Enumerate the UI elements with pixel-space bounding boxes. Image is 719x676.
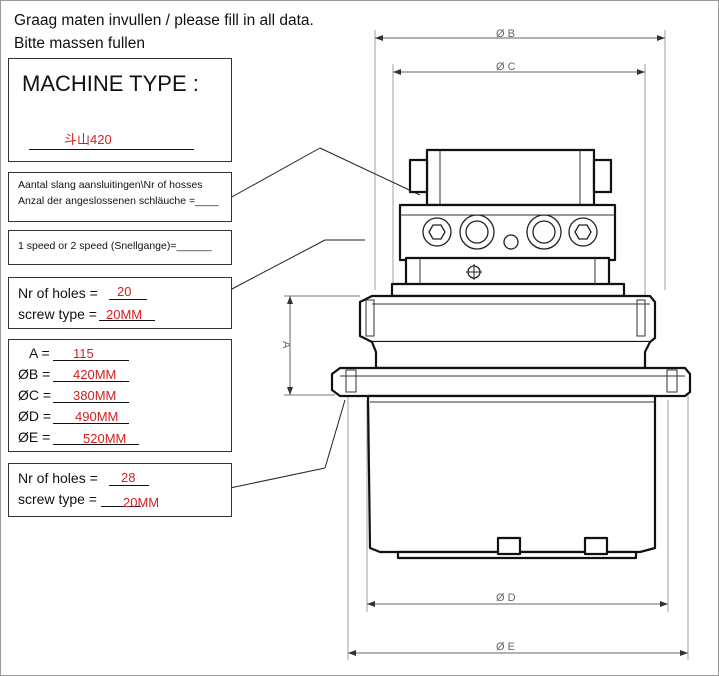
dim-d-value[interactable]: 490MM [75, 409, 119, 424]
lower-holes-value[interactable]: 28 [121, 470, 136, 485]
dim-b-value[interactable]: 420MM [73, 367, 117, 382]
dim-e-label: Ø E [496, 641, 515, 653]
dim-c-value[interactable]: 380MM [73, 388, 117, 403]
upper-holes-underline [109, 299, 147, 300]
lower-screw-label: screw type = [18, 491, 97, 507]
dim-c-underline [53, 402, 129, 403]
speed-box: 1 speed or 2 speed (Snellgange)=______ [8, 230, 232, 265]
upper-screw-label: screw type = [18, 306, 97, 322]
dim-d-underline [53, 423, 129, 424]
dim-c-field-label: ØC = [18, 387, 52, 403]
upper-holes-label: Nr of holes = [18, 285, 98, 301]
lower-holes-underline [109, 485, 149, 486]
dim-b-underline [53, 381, 129, 382]
upper-screw-underline [99, 320, 155, 321]
upper-screw-value[interactable]: 20MM [106, 307, 143, 322]
dim-a-label: A [280, 341, 292, 349]
dim-b-label: Ø B [496, 28, 515, 40]
dim-e-underline [53, 444, 139, 445]
lower-mount-box: Nr of holes = 28 screw type = 20MM [8, 463, 232, 517]
dimensions-box: A = 115 ØB = 420MM ØC = 380MM ØD = 490MM… [8, 339, 232, 452]
dim-a-value[interactable]: 115 [73, 346, 94, 361]
instruction-line-1: Graag maten invullen / please fill in al… [14, 12, 314, 29]
dim-c-label: Ø C [496, 61, 516, 73]
machine-type-label: MACHINE TYPE : [22, 71, 199, 96]
upper-holes-value[interactable]: 20 [117, 284, 132, 299]
dim-e-value[interactable]: 520MM [83, 431, 127, 446]
hoses-label-2: Anzal der angeslossenen schläuche =____ [18, 195, 219, 207]
instruction-line-2: Bitte massen fullen [14, 35, 145, 52]
lower-screw-underline [101, 506, 141, 507]
machine-type-value[interactable]: 斗山420 [64, 132, 112, 147]
machine-type-box: MACHINE TYPE : 斗山420 [8, 58, 232, 162]
speed-label: 1 speed or 2 speed (Snellgange)=______ [18, 240, 212, 252]
dim-e-field-label: ØE = [18, 429, 51, 445]
dim-b-field-label: ØB = [18, 366, 51, 382]
lower-screw-value[interactable]: 20MM [123, 495, 160, 510]
dim-d-field-label: ØD = [18, 408, 52, 424]
hoses-box: Aantal slang aansluitingen\Nr of hosses … [8, 172, 232, 222]
upper-mount-box: Nr of holes = 20 screw type = 20MM [8, 277, 232, 329]
hoses-label-1: Aantal slang aansluitingen\Nr of hosses [18, 179, 203, 191]
lower-holes-label: Nr of holes = [18, 470, 98, 486]
dim-a-field-label: A = [29, 345, 50, 361]
dim-d-label: Ø D [496, 592, 516, 604]
machine-type-underline [29, 149, 194, 150]
dim-a-underline [53, 360, 129, 361]
